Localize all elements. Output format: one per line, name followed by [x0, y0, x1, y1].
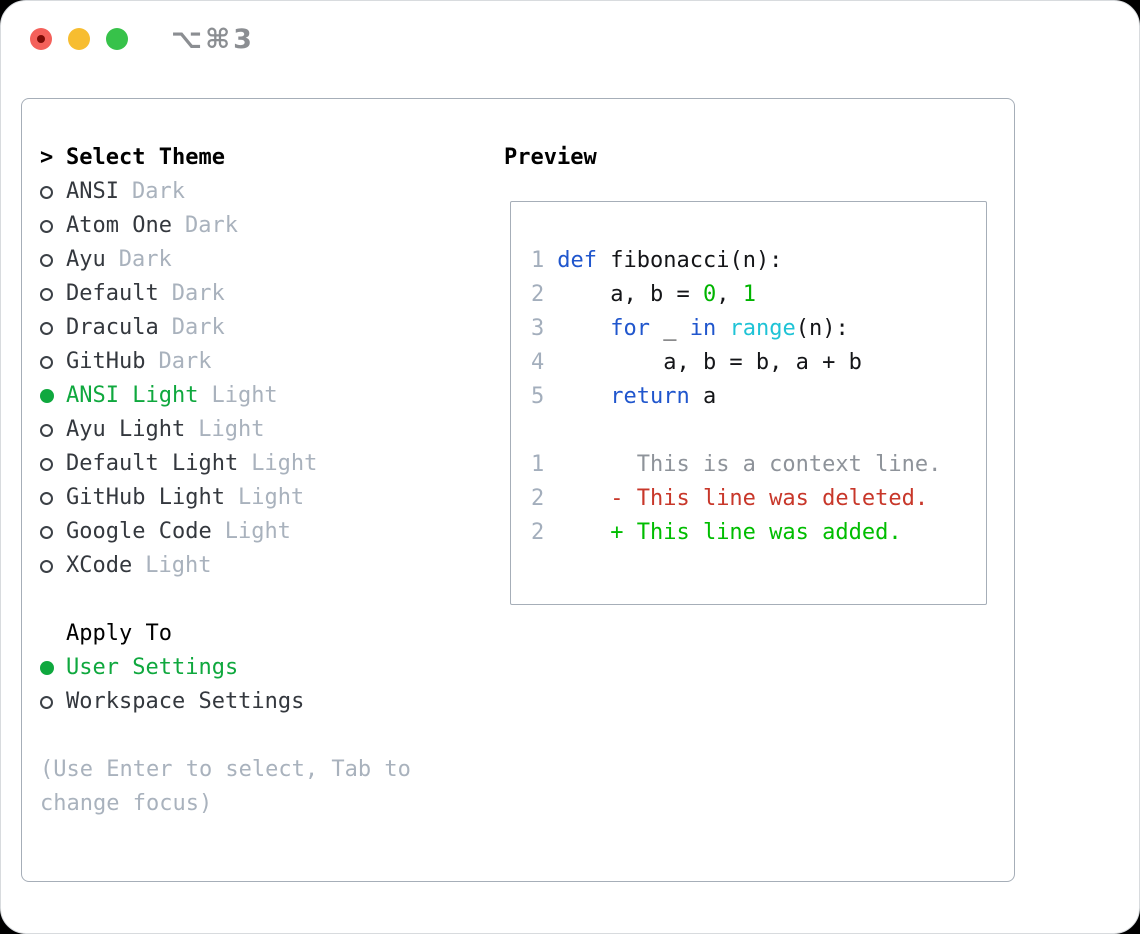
spacer — [40, 583, 411, 617]
window-title: ⌥⌘3 — [171, 23, 255, 55]
apply-to-title: Apply To — [66, 621, 172, 646]
spacer — [40, 719, 411, 753]
diff-deleted-line: 2 - This line was deleted. — [531, 486, 929, 511]
line-number: 2 — [531, 282, 545, 307]
minimize-button[interactable] — [68, 28, 90, 50]
theme-variant-badge: Light — [211, 383, 278, 408]
line-number: 5 — [531, 384, 545, 409]
theme-option-atom-one-dark[interactable]: Atom One Dark — [40, 209, 411, 243]
line-number: 3 — [531, 316, 545, 341]
radio-icon — [40, 491, 66, 505]
code-line: 5 return a — [531, 384, 717, 409]
diff-context-line: 1 This is a context line. — [531, 452, 942, 477]
apply-to-header: Apply To — [40, 617, 411, 651]
blank-code-line — [531, 414, 941, 448]
diff-added-line: 2 + This line was added. — [531, 520, 902, 545]
theme-name: GitHub Light — [66, 485, 225, 510]
theme-option-dracula-dark[interactable]: Dracula Dark — [40, 311, 411, 345]
theme-name: Google Code — [66, 519, 212, 544]
theme-name: ANSI Light — [66, 383, 199, 408]
radio-icon — [40, 253, 66, 267]
radio-icon — [40, 321, 66, 335]
theme-variant-badge: Light — [145, 553, 212, 578]
close-button[interactable] — [30, 28, 52, 50]
theme-variant-badge: Dark — [158, 349, 212, 374]
line-number: 2 — [531, 486, 545, 511]
radio-icon — [40, 695, 66, 709]
theme-option-github-light[interactable]: GitHub Light Light — [40, 481, 411, 515]
theme-option-ayu-light[interactable]: Ayu Light Light — [40, 413, 411, 447]
radio-icon — [40, 185, 66, 199]
radio-icon — [40, 287, 66, 301]
line-number: 2 — [531, 520, 545, 545]
zoom-button[interactable] — [106, 28, 128, 50]
theme-option-default-light[interactable]: Default Light Light — [40, 447, 411, 481]
keyboard-hint-line-2: change focus) — [40, 791, 213, 816]
theme-variant-badge: Dark — [171, 315, 225, 340]
theme-option-ansi-light[interactable]: ANSI Light Light — [40, 379, 411, 413]
theme-name: XCode — [66, 553, 133, 578]
radio-icon — [40, 355, 66, 369]
theme-name: Default Light — [66, 451, 239, 476]
radio-icon — [40, 525, 66, 539]
code-line: 3 for _ in range(n): — [531, 316, 849, 341]
theme-option-github-dark[interactable]: GitHub Dark — [40, 345, 411, 379]
line-number: 1 — [531, 248, 545, 273]
radio-icon — [40, 219, 66, 233]
radio-selected-icon — [40, 389, 66, 403]
radio-selected-icon — [40, 661, 66, 675]
code-line: 4 a, b = b, a + b — [531, 350, 862, 375]
theme-list: > Select Theme ANSI Dark Atom One Dark A… — [40, 141, 411, 821]
theme-option-google-code-light[interactable]: Google Code Light — [40, 515, 411, 549]
line-number: 1 — [531, 452, 545, 477]
select-theme-title: Select Theme — [66, 145, 225, 170]
radio-icon — [40, 559, 66, 573]
radio-icon — [40, 423, 66, 437]
keyboard-hint-line-1: (Use Enter to select, Tab to — [40, 757, 411, 782]
theme-picker-panel: > Select Theme ANSI Dark Atom One Dark A… — [21, 98, 1015, 882]
line-number: 4 — [531, 350, 545, 375]
theme-option-default-dark[interactable]: Default Dark — [40, 277, 411, 311]
theme-variant-badge: Light — [251, 451, 318, 476]
radio-icon — [40, 457, 66, 471]
theme-option-xcode-light[interactable]: XCode Light — [40, 549, 411, 583]
theme-name: Ayu Light — [66, 417, 186, 442]
apply-option-label: Workspace Settings — [66, 689, 305, 714]
preview-title: Preview — [504, 145, 597, 170]
apply-option-workspace-settings[interactable]: Workspace Settings — [40, 685, 411, 719]
titlebar: ⌥⌘3 — [30, 24, 1110, 55]
theme-name: Default — [66, 281, 159, 306]
theme-variant-badge: Dark — [171, 281, 225, 306]
apply-option-label: User Settings — [66, 655, 239, 680]
apply-option-user-settings[interactable]: User Settings — [40, 651, 411, 685]
theme-variant-badge: Dark — [184, 213, 238, 238]
focus-caret-icon: > — [40, 145, 54, 170]
theme-option-ayu-dark[interactable]: Ayu Dark — [40, 243, 411, 277]
code-line: 2 a, b = 0, 1 — [531, 282, 756, 307]
theme-variant-badge: Light — [237, 485, 305, 510]
select-theme-header: > Select Theme — [40, 141, 411, 175]
theme-variant-badge: Light — [198, 417, 265, 442]
theme-variant-badge: Light — [224, 519, 291, 544]
theme-variant-badge: Dark — [131, 179, 185, 204]
theme-name: ANSI — [66, 179, 119, 204]
theme-option-ansi-dark[interactable]: ANSI Dark — [40, 175, 411, 209]
theme-name: GitHub — [66, 349, 146, 374]
theme-name: Ayu — [66, 247, 106, 272]
theme-name: Atom One — [66, 213, 172, 238]
theme-name: Dracula — [66, 315, 159, 340]
theme-variant-badge: Dark — [118, 247, 172, 272]
